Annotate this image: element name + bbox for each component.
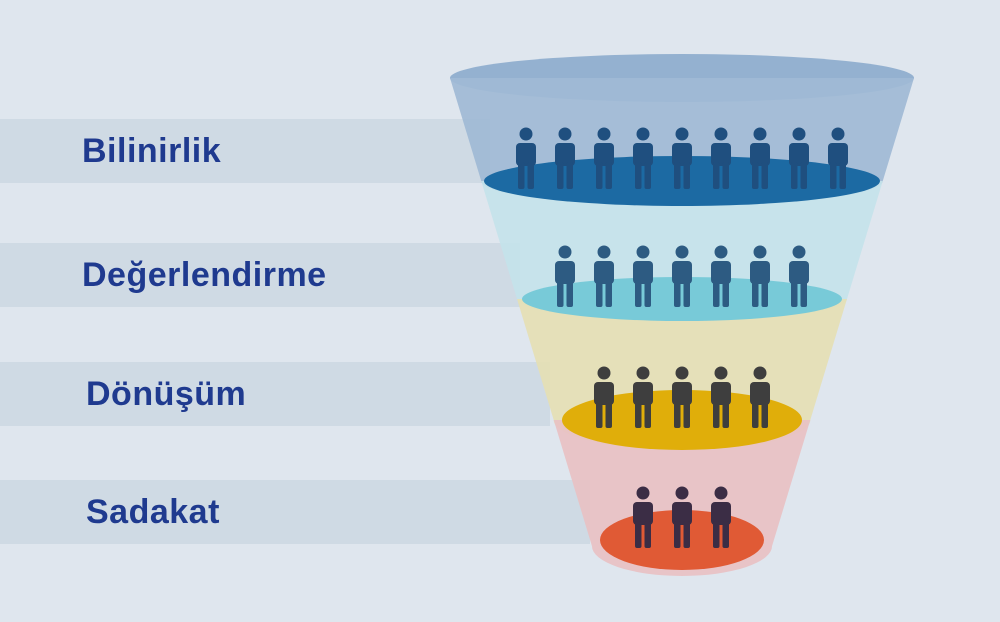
person-icon xyxy=(711,127,731,189)
funnel-disc-1 xyxy=(484,156,880,206)
person-icon xyxy=(594,245,614,307)
stage-band-2 xyxy=(0,243,520,307)
person-icon xyxy=(633,127,653,189)
stage-label-consideration: Değerlendirme xyxy=(82,256,327,294)
person-icon xyxy=(672,127,692,189)
person-icon xyxy=(789,127,809,189)
stage-band-3 xyxy=(0,362,550,426)
person-icon xyxy=(633,486,653,548)
person-icon xyxy=(672,366,692,428)
stage-label-conversion: Dönüşüm xyxy=(86,375,247,413)
person-icon xyxy=(633,366,653,428)
person-icon xyxy=(594,366,614,428)
person-icon xyxy=(750,366,770,428)
stage-label-awareness: Bilinirlik xyxy=(82,132,222,170)
person-icon xyxy=(555,127,575,189)
person-icon xyxy=(633,245,653,307)
stage-band-1 xyxy=(0,119,490,183)
person-icon xyxy=(750,245,770,307)
person-icon xyxy=(555,245,575,307)
person-icon xyxy=(672,486,692,548)
person-icon xyxy=(711,245,731,307)
stage-label-loyalty: Sadakat xyxy=(86,493,220,531)
person-icon xyxy=(516,127,536,189)
person-icon xyxy=(789,245,809,307)
person-icon xyxy=(711,366,731,428)
person-icon xyxy=(750,127,770,189)
funnel-disc-3 xyxy=(562,390,802,450)
person-icon xyxy=(711,486,731,548)
stage-band-4 xyxy=(0,480,590,544)
person-icon xyxy=(594,127,614,189)
person-icon xyxy=(828,127,848,189)
person-icon xyxy=(672,245,692,307)
